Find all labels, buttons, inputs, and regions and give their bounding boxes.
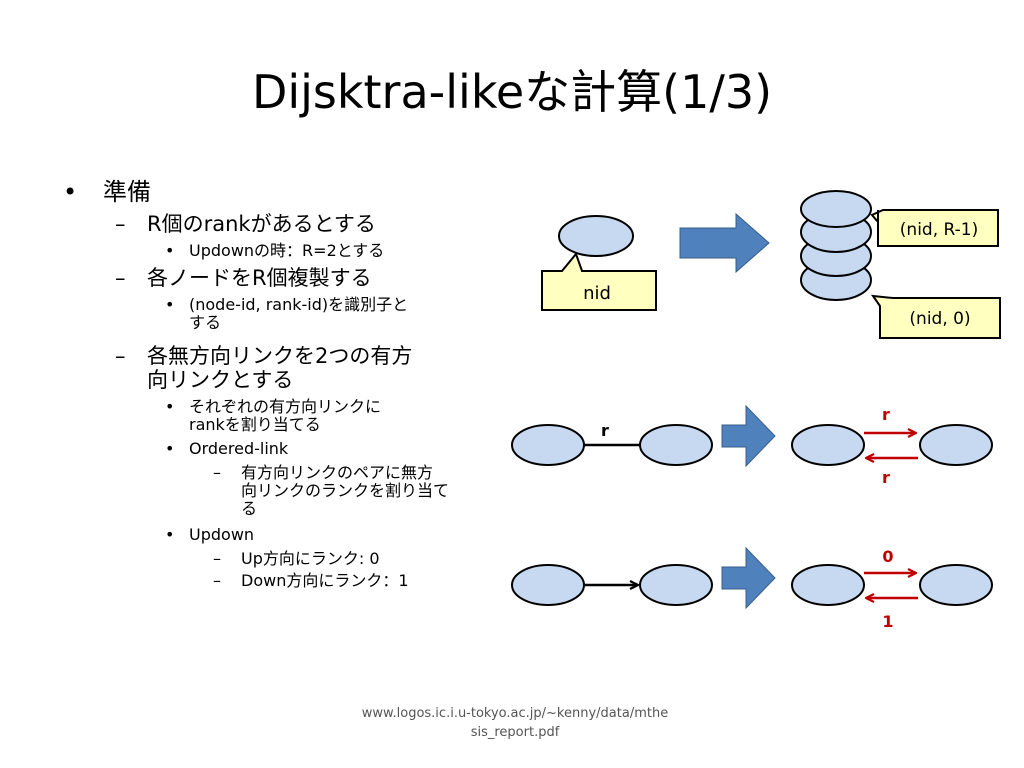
node-g (791, 564, 865, 606)
bullet-rank-count: –R個のrankがあるとする (115, 212, 376, 236)
bullet-ordered-link-detail: –有方向リンクのペアに無方向リンクのランクを割り当てる (213, 463, 450, 518)
node-f (639, 564, 713, 606)
transform-arrow-2 (721, 404, 776, 468)
slide-title: Dijsktra-likeな計算(1/3) (251, 65, 773, 119)
node-d (919, 424, 993, 466)
transform-arrow-1 (679, 212, 770, 274)
bullet-marker: • (165, 295, 175, 314)
label-nid: nid (583, 283, 611, 304)
label-rank-backward: r (882, 468, 890, 487)
bullet-marker: • (165, 525, 175, 544)
bullet-up-rank: –Up方向にランク: 0 (213, 549, 380, 568)
callout-top (870, 209, 999, 247)
callout-bottom (870, 294, 1001, 339)
bullet-ordered-link: •Ordered-link (165, 439, 289, 458)
node-h (919, 564, 993, 606)
label-rank-up: 0 (882, 547, 893, 566)
dash-marker: – (213, 549, 221, 568)
node-single (558, 215, 634, 257)
source-url: www.logos.ic.i.u-tokyo.ac.jp/~kenny/data… (361, 706, 669, 740)
bullet-marker: • (165, 241, 175, 260)
dash-marker: – (115, 344, 126, 368)
dash-marker: – (213, 463, 221, 482)
bullet-updown: •Updown (165, 525, 255, 544)
bullet-marker: • (165, 397, 175, 416)
node-e (511, 564, 585, 606)
label-bottom: (nid, 0) (909, 309, 970, 329)
bullet-prep: •準備 (63, 178, 151, 206)
bullet-directed-links: –各無方向リンクを2つの有方向リンクとする (115, 344, 413, 392)
bullet-list: •準備 –R個のrankがあるとする •Updownの時：R=2とする –各ノー… (55, 178, 495, 594)
node-b (639, 424, 713, 466)
bullet-identifier: •(node-id, rank-id)を識別子とする (165, 295, 409, 332)
transform-arrow-3 (721, 546, 776, 610)
callout-nid (541, 251, 657, 311)
bullet-down-rank: –Down方向にランク：1 (213, 571, 409, 590)
label-link-r: r (601, 421, 609, 440)
dash-marker: – (115, 212, 126, 236)
node-c (791, 424, 865, 466)
node-a (511, 424, 585, 466)
bullet-marker: • (63, 178, 78, 206)
node-copy-1 (800, 190, 872, 228)
label-top: (nid, R-1) (900, 220, 978, 240)
dash-marker: – (213, 571, 221, 590)
bullet-updown-r2: •Updownの時：R=2とする (165, 241, 385, 260)
label-rank-down: 1 (882, 612, 893, 631)
dash-marker: – (115, 266, 126, 290)
bullet-duplicate-nodes: –各ノードをR個複製する (115, 266, 372, 290)
label-rank-forward: r (882, 405, 890, 424)
bullet-marker: • (165, 439, 175, 458)
